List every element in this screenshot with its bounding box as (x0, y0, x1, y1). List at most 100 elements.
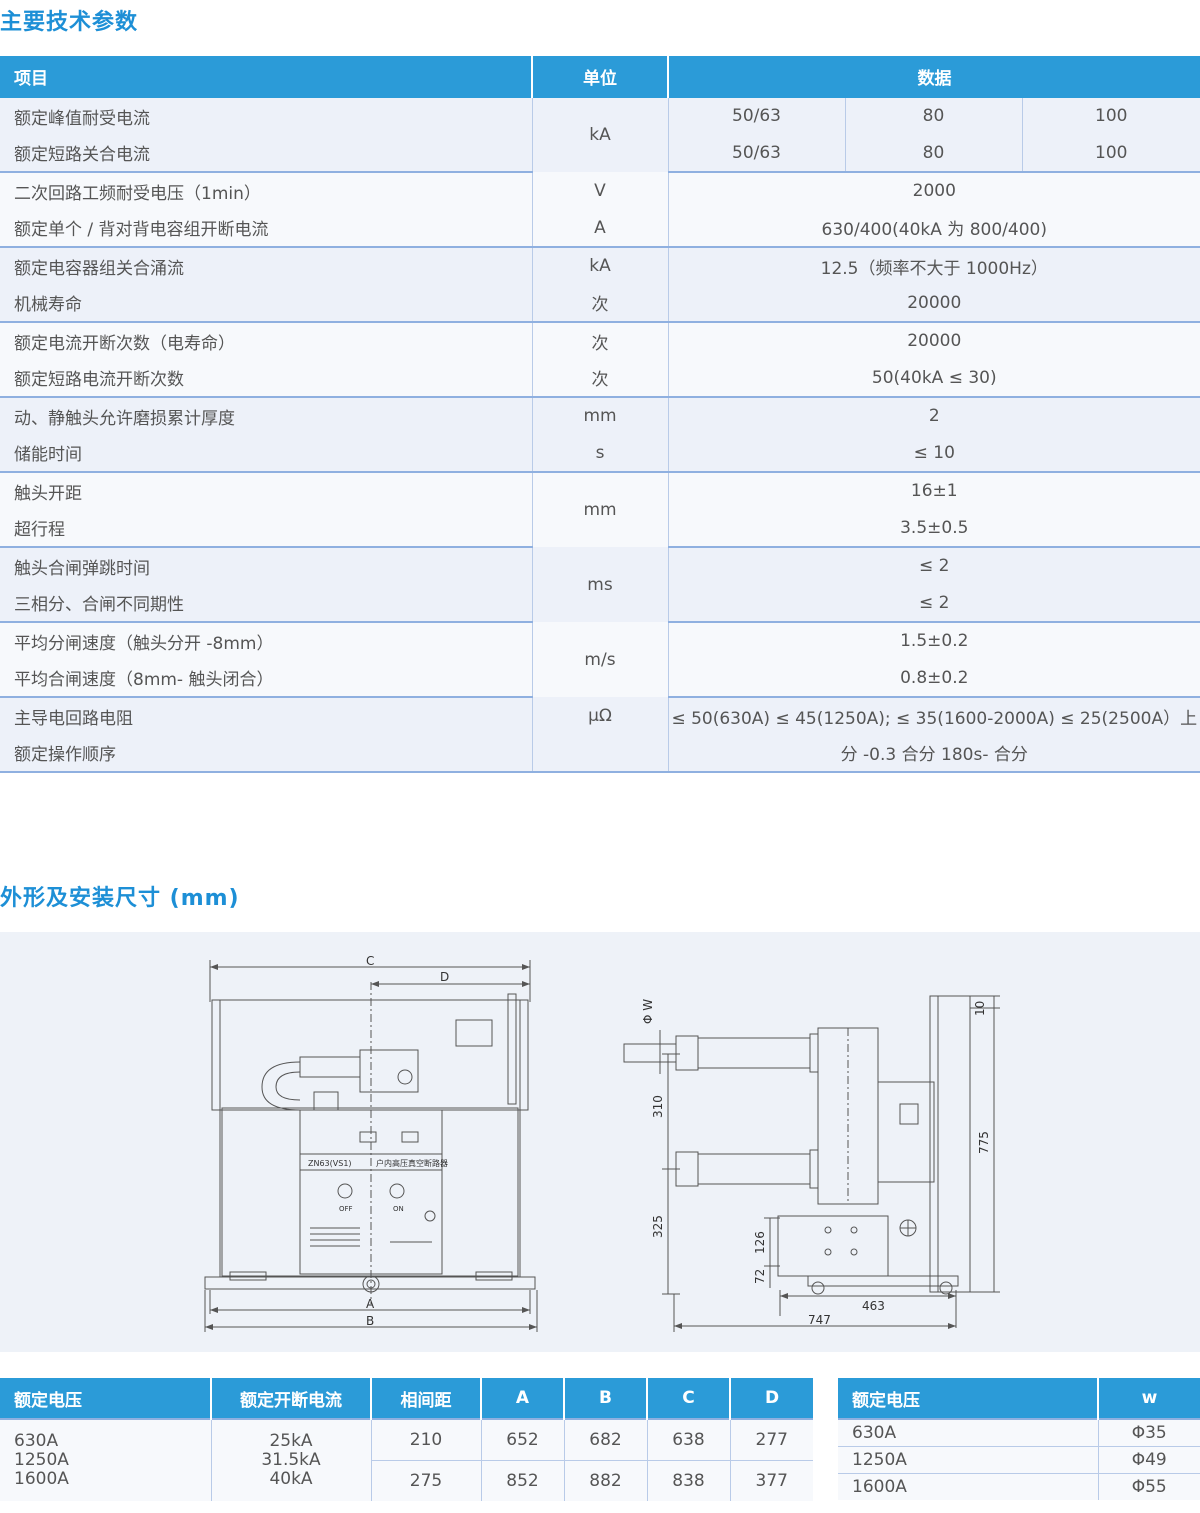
spec-header-row: 项目 单位 数据 (0, 56, 1200, 97)
a-value: 652 (480, 1418, 564, 1461)
a-value: 852 (480, 1460, 564, 1501)
table-row: 额定电容器组关合涌流 kA 12.5（频率不大于 1000Hz） (0, 247, 1200, 285)
spec-value: ≤ 50(630A) ≤ 45(1250A); ≤ 35(1600-2000A)… (668, 697, 1200, 735)
w-value: Φ49 (1097, 1446, 1200, 1474)
spec-item: 主导电回路电阻 (0, 697, 532, 735)
w-table: 额定电压 w 630A Φ35 1250A Φ49 1600A Φ55 (838, 1378, 1200, 1500)
spec-item: 额定电流开断次数（电寿命） (0, 322, 532, 360)
current-item: 40kA (269, 1469, 313, 1489)
pitch-value: 210 (370, 1418, 481, 1461)
table-row: 触头合闸弹跳时间 ms ≤ 2 (0, 547, 1200, 622)
table-row: 二次回路工频耐受电压（1min） V 2000 (0, 172, 1200, 210)
table-row: 平均合闸速度（8mm- 触头闭合） 0.8±0.2 (0, 659, 1200, 698)
spec-unit: m/s (531, 622, 669, 697)
b-value: 682 (563, 1418, 647, 1461)
b-value: 882 (563, 1460, 647, 1501)
table-row: 平均分闸速度（触头分开 -8mm） m/s 1.5±0.2 (0, 622, 1200, 697)
spec-item: 三相分、合闸不同期性 (0, 584, 532, 623)
spec-value: 12.5（频率不大于 1000Hz） (668, 247, 1200, 285)
voltage-item: 1250A (14, 1450, 69, 1470)
spec-unit: V (531, 172, 669, 210)
table-row: 储能时间 s ≤ 10 (0, 434, 1200, 473)
table-row: 630A Φ35 (838, 1418, 1200, 1447)
w-header-voltage: 额定电压 (838, 1378, 1099, 1419)
spec-item: 额定短路关合电流 (0, 134, 532, 173)
table-row: 触头开距 mm 16±1 (0, 472, 1200, 547)
w-value: Φ35 (1097, 1418, 1200, 1447)
table-row: 1250A Φ49 (838, 1446, 1200, 1474)
spec-value: 2 (668, 397, 1200, 435)
dimensions-title: 外形及安装尺寸 (mm) (0, 886, 240, 911)
dim-label-a: A (366, 1297, 375, 1311)
spec-item: 额定单个 / 背对背电容组开断电流 (0, 209, 532, 248)
spec-unit: s (531, 434, 669, 473)
spec-unit: mm (531, 397, 669, 435)
spec-item: 机械寿命 (0, 284, 532, 323)
dimension-drawing: C D ZN63(VS1) (0, 932, 1200, 1352)
spec-item: 触头开距 (0, 472, 532, 510)
table-row: 额定短路关合电流 50/63 80 100 (0, 134, 1200, 173)
dim-label-126: 126 (753, 1231, 767, 1254)
pitch-value: 275 (370, 1460, 481, 1501)
spec-header-unit: 单位 (532, 56, 669, 97)
c-value: 838 (646, 1460, 730, 1501)
table-row: 额定峰值耐受电流 kA 50/63 80 100 (0, 97, 1200, 172)
current-item: 25kA (269, 1431, 313, 1451)
table-row: 630A 1250A 1600A 25kA 31.5kA 40kA 210 65… (0, 1418, 813, 1501)
spec-value: 3.5±0.5 (668, 509, 1200, 548)
spec-item: 平均分闸速度（触头分开 -8mm） (0, 622, 532, 660)
dim-header-c: C (647, 1378, 731, 1419)
spec-value: 16±1 (668, 472, 1200, 510)
spec-item: 额定操作顺序 (0, 734, 532, 773)
spec-value: 100 (1021, 134, 1200, 173)
table-row: 机械寿命 次 20000 (0, 284, 1200, 323)
table-row: 额定短路电流开断次数 次 50(40kA ≤ 30) (0, 359, 1200, 398)
spec-value: 630/400(40kA 为 800/400) (668, 209, 1200, 248)
dim-label-747: 747 (808, 1313, 831, 1327)
table-row: 额定单个 / 背对背电容组开断电流 A 630/400(40kA 为 800/4… (0, 209, 1200, 248)
spec-item: 超行程 (0, 509, 532, 548)
dim-label-d: D (440, 970, 449, 984)
table-row: 275 852 882 838 377 (0, 1460, 813, 1501)
dim-label-c: C (366, 954, 374, 968)
dim-header-d: D (730, 1378, 813, 1419)
spec-value: 80 (844, 134, 1022, 173)
table-row: 超行程 3.5±0.5 (0, 509, 1200, 548)
table-row: 额定操作顺序 分 -0.3 合分 180s- 合分 (0, 734, 1200, 773)
spec-item: 平均合闸速度（8mm- 触头闭合） (0, 659, 532, 698)
w-value: Φ55 (1097, 1473, 1200, 1500)
current-item: 31.5kA (261, 1450, 321, 1470)
voltage-item: 630A (14, 1431, 59, 1451)
spec-value: 1.5±0.2 (668, 622, 1200, 660)
table-row: 主导电回路电阻 μΩ ≤ 50(630A) ≤ 45(1250A); ≤ 35(… (0, 697, 1200, 735)
spec-header-data: 数据 (668, 56, 1200, 97)
w-header-row: 额定电压 w (838, 1378, 1200, 1419)
spec-value: 80 (844, 97, 1022, 135)
spec-unit: kA (531, 97, 669, 172)
spec-value: 50/63 (668, 134, 845, 173)
spec-table: 项目 单位 数据 额定峰值耐受电流 kA 50/63 80 100 额定短路关合… (0, 56, 1200, 773)
table-row: 动、静触头允许磨损累计厚度 mm 2 (0, 397, 1200, 435)
spec-item: 二次回路工频耐受电压（1min） (0, 172, 532, 210)
off-label: OFF (339, 1205, 353, 1213)
dim-header-pitch: 相间距 (371, 1378, 482, 1419)
spec-value: ≤ 10 (668, 434, 1200, 473)
spec-value: 分 -0.3 合分 180s- 合分 (668, 734, 1200, 773)
spec-value: 50/63 (668, 97, 845, 135)
spec-item: 触头合闸弹跳时间 (0, 547, 532, 585)
dim-header-a: A (481, 1378, 565, 1419)
spec-unit: A (531, 209, 669, 248)
spec-item: 额定电容器组关合涌流 (0, 247, 532, 285)
spec-item: 动、静触头允许磨损累计厚度 (0, 397, 532, 435)
spec-value: 20000 (668, 322, 1200, 360)
voltage-list: 630A 1250A 1600A (0, 1418, 211, 1501)
table-row: 1600A Φ55 (838, 1473, 1200, 1500)
dimension-table: 额定电压 额定开断电流 相间距 A B C D 630A 1250A 1600A… (0, 1378, 813, 1501)
dim-label-775: 775 (977, 1131, 991, 1154)
dim-header-current: 额定开断电流 (211, 1378, 372, 1419)
spec-value: 0.8±0.2 (668, 659, 1200, 698)
w-header-w: w (1098, 1378, 1200, 1419)
d-value: 277 (729, 1418, 813, 1461)
spec-value: 100 (1021, 97, 1200, 135)
voltage-item: 1600A (14, 1469, 69, 1489)
